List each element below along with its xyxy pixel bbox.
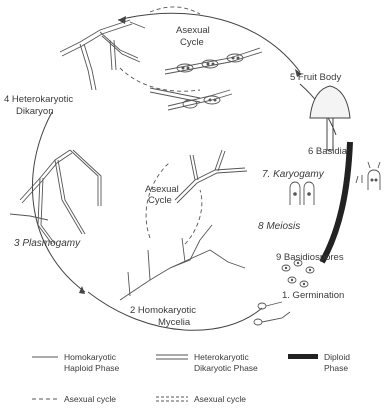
germination-label: 1. Germination xyxy=(282,290,344,301)
heterokaryotic-label-1: 4 Heterokaryotic xyxy=(4,94,73,105)
legend: Homokaryotic Haploid Phase Heterokaryoti… xyxy=(32,352,350,404)
basidia-label: 6 Basidia xyxy=(308,146,348,157)
asexual-cycle-top-label-1: Asexual xyxy=(176,25,210,36)
homokaryotic-label-1: 2 Homokaryotic xyxy=(130,305,196,316)
karyogamy-label: 7. Karyogamy xyxy=(262,169,325,180)
homokaryotic-mycelia xyxy=(120,225,245,300)
legend-heterokaryotic-1: Heterokaryotic xyxy=(194,352,250,362)
legend-swatch-diploid xyxy=(288,354,318,359)
asexual-cycle-mid-label-1: Asexual xyxy=(145,184,179,195)
legend-diploid-1: Diploid xyxy=(324,352,350,362)
dikaryon-hyphae-top xyxy=(60,20,145,90)
legend-heterokaryotic-2: Dikaryotic Phase xyxy=(194,363,258,373)
arrowheads xyxy=(79,16,302,294)
asexual-spores-top xyxy=(150,48,262,110)
legend-homokaryotic-1: Homokaryotic xyxy=(64,352,117,362)
basidia-nuclei xyxy=(293,179,377,196)
legend-diploid-2: Phase xyxy=(324,363,348,373)
fruit-body-label: 5 Fruit Body xyxy=(290,72,341,83)
legend-homokaryotic-2: Haploid Phase xyxy=(64,363,120,373)
homokaryotic-label-2: Mycelia xyxy=(158,317,191,328)
arrowhead xyxy=(79,286,85,294)
asexual-cycle-top-label-2: Cycle xyxy=(180,37,204,48)
legend-asexual-b: Asexual cycle xyxy=(194,394,246,404)
plasmogamy-label: 3 Plasmogamy xyxy=(14,238,81,249)
basidiospores-label: 9 Basidiospores xyxy=(276,252,344,263)
middle-hyphae xyxy=(175,150,247,203)
plasmogamy-hyphae xyxy=(10,150,101,244)
arc-left xyxy=(32,112,85,292)
germinating-spores xyxy=(254,302,290,325)
heterokaryotic-label-2: Dikaryon xyxy=(16,106,54,117)
asexual-loop-top xyxy=(120,7,200,91)
fruit-body-mushroom xyxy=(310,86,350,150)
asexual-cycle-mid-label-2: Cycle xyxy=(148,195,172,206)
meiosis-label: 8 Meiosis xyxy=(258,221,300,232)
diploid-bar xyxy=(322,142,350,262)
legend-asexual-a: Asexual cycle xyxy=(64,394,116,404)
